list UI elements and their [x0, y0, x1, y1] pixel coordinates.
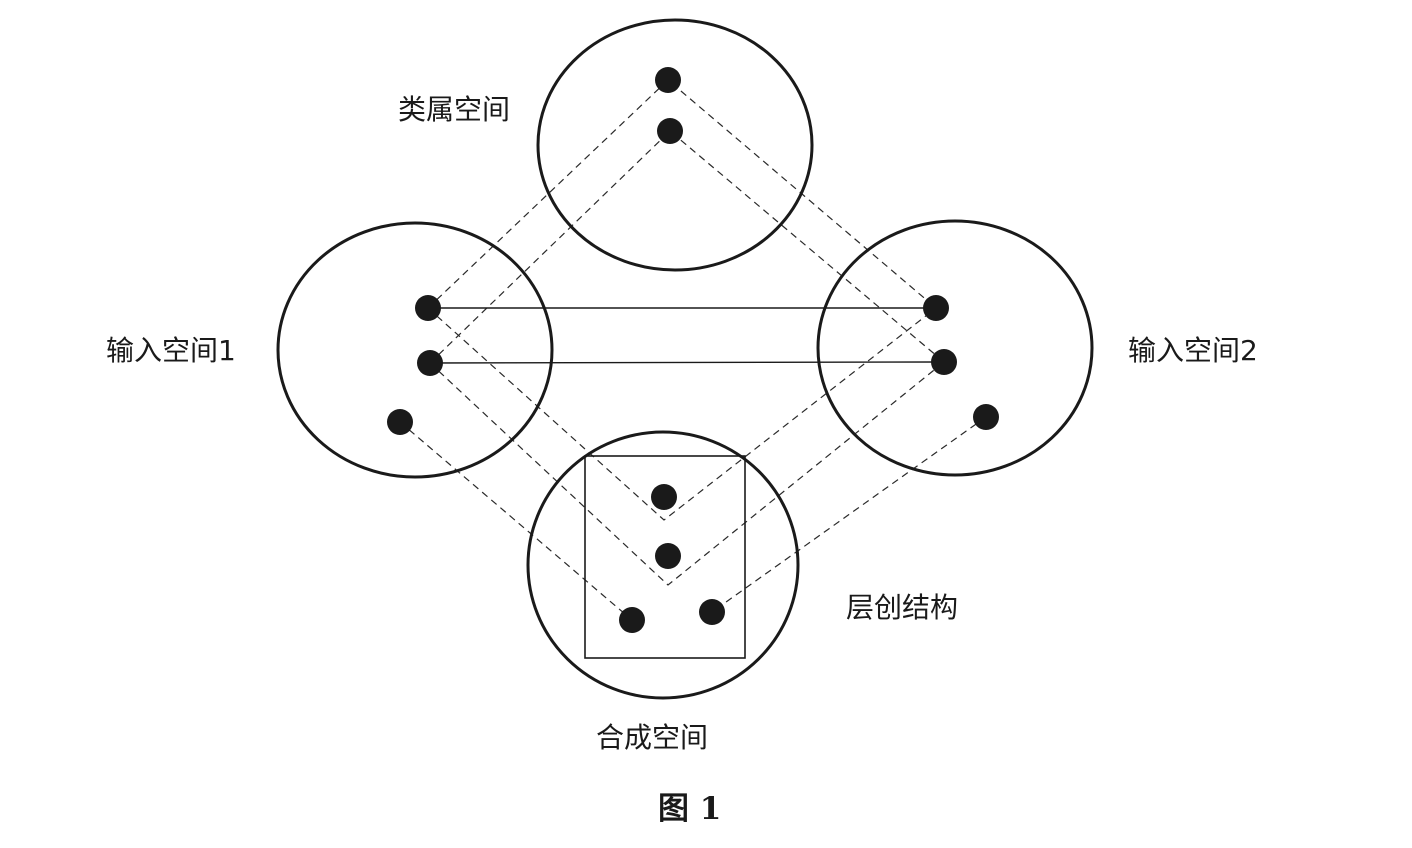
- emergent-structure-label: 层创结构: [846, 591, 959, 624]
- emergent-structure-box: [584, 455, 746, 659]
- input-space-2-label: 输入空间2: [1128, 334, 1258, 367]
- blend-element-dot: [651, 484, 677, 510]
- blend-element-dot: [619, 607, 645, 633]
- cross-space-mapping-2: [429, 361, 945, 364]
- input1-element-dot: [415, 295, 441, 321]
- input-space-1-circle: [276, 221, 554, 479]
- generic-space-elements: [655, 67, 683, 144]
- generic-element-dot: [657, 118, 683, 144]
- generic-element-dot: [655, 67, 681, 93]
- input-space-1-elements: [387, 295, 443, 435]
- input-space-1-label: 输入空间1: [106, 334, 236, 367]
- generic-space-label: 类属空间: [398, 93, 511, 126]
- input1-element-dot: [387, 409, 413, 435]
- generic-space-circle: [536, 18, 814, 272]
- blend-element-dot: [655, 543, 681, 569]
- blended-space-circle: [526, 430, 800, 700]
- blend-line-right-unique: [711, 416, 987, 613]
- dashed-projection-lines: [399, 79, 987, 621]
- input2-element-dot: [931, 349, 957, 375]
- input1-element-dot: [417, 350, 443, 376]
- figure-caption: 图 1: [658, 791, 722, 827]
- projection-line-inner: [429, 130, 945, 364]
- blended-space-elements: [619, 484, 725, 633]
- input-space-2-elements: [923, 295, 999, 430]
- blend-line-lower: [429, 361, 945, 586]
- input2-element-dot: [973, 404, 999, 430]
- blended-space-label: 合成空间: [596, 721, 709, 754]
- cross-space-mappings: [428, 307, 945, 364]
- blend-line-left-unique: [399, 421, 633, 621]
- blend-element-dot: [699, 599, 725, 625]
- blend-line-upper: [427, 307, 937, 521]
- input2-element-dot: [923, 295, 949, 321]
- projection-line-outer: [427, 79, 937, 309]
- input-space-2-circle: [816, 219, 1094, 477]
